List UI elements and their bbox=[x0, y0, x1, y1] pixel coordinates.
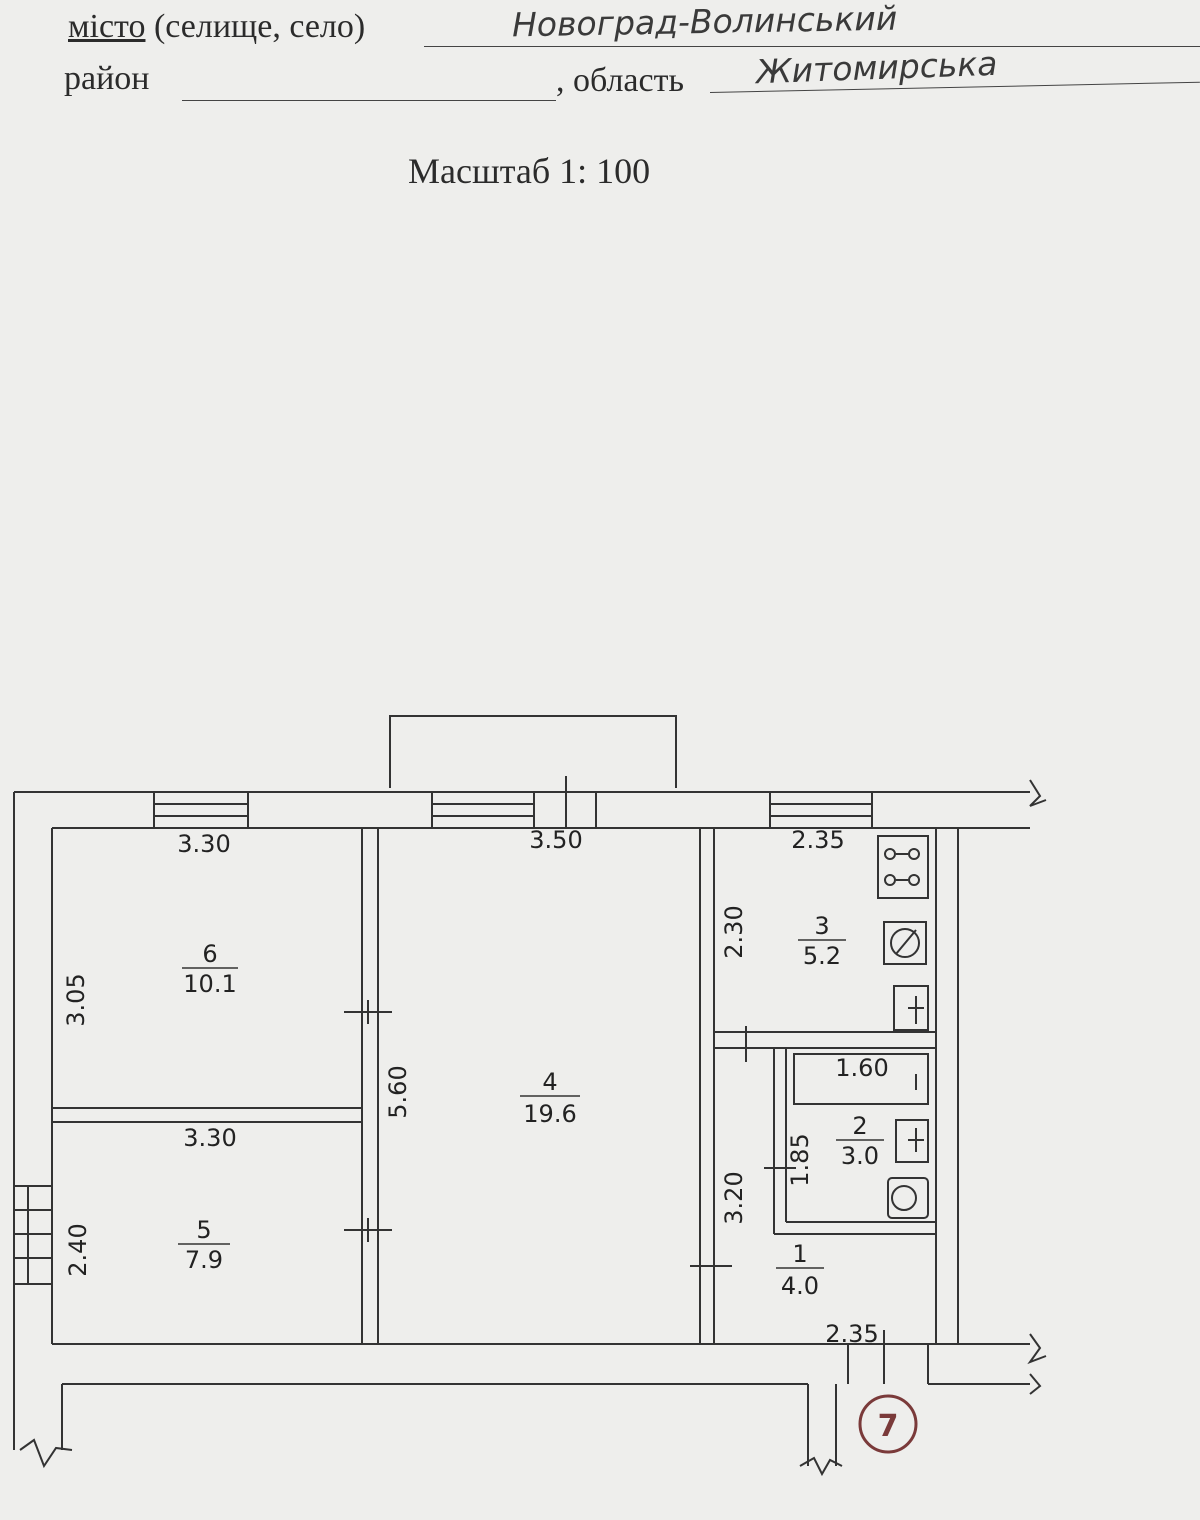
room4-area: 19.6 bbox=[523, 1100, 576, 1128]
city-label-rest: (селище, село) bbox=[153, 8, 366, 45]
dim-room1-width: 2.35 bbox=[825, 1320, 878, 1348]
region-label: , область bbox=[556, 62, 684, 99]
room5-id: 5 bbox=[196, 1216, 211, 1244]
break-mark-left bbox=[19, 1438, 73, 1469]
balcony bbox=[389, 715, 677, 788]
dim-room5-height: 2.40 bbox=[64, 1223, 92, 1276]
room3-area: 5.2 bbox=[803, 942, 841, 970]
dim-room1-height: 3.20 bbox=[720, 1171, 748, 1224]
window-room6 bbox=[153, 791, 249, 829]
city-underline bbox=[424, 46, 1200, 47]
stamp-number: 7 bbox=[878, 1409, 899, 1444]
break-mark-top bbox=[1029, 779, 1047, 807]
city-label-row: місто (селище, село) bbox=[68, 8, 365, 46]
room1-id: 1 bbox=[792, 1240, 807, 1268]
room5-area: 7.9 bbox=[185, 1246, 223, 1274]
room2-id: 2 bbox=[852, 1112, 867, 1140]
dim-room3-height: 2.30 bbox=[720, 905, 748, 958]
break-mark-entrance bbox=[799, 1456, 843, 1477]
district-underline bbox=[182, 100, 556, 101]
bathtub bbox=[793, 1053, 929, 1105]
dim-room6-width: 3.30 bbox=[177, 830, 230, 858]
dim-room4-width: 3.50 bbox=[529, 826, 582, 854]
room6-area: 10.1 bbox=[183, 970, 236, 998]
window-room4 bbox=[431, 791, 535, 829]
break-mark-bottom bbox=[1027, 1333, 1047, 1365]
dim-room5-width: 3.30 bbox=[183, 1124, 236, 1152]
stove bbox=[877, 835, 929, 899]
district-label: район bbox=[64, 60, 150, 97]
stamp-circle bbox=[858, 1394, 918, 1454]
window-room3 bbox=[769, 791, 873, 829]
kitchen-sink bbox=[893, 985, 929, 1031]
dim-room3-width: 2.35 bbox=[791, 826, 844, 854]
room4-id: 4 bbox=[542, 1068, 557, 1096]
room6-id: 6 bbox=[202, 940, 217, 968]
room2-area: 3.0 bbox=[841, 1142, 879, 1170]
dim-room4-height: 5.60 bbox=[384, 1065, 412, 1118]
dim-room2-width: 1.60 bbox=[835, 1054, 888, 1082]
dim-room6-height: 3.05 bbox=[62, 973, 90, 1026]
room3-id: 3 bbox=[814, 912, 829, 940]
boiler bbox=[883, 921, 927, 965]
toilet bbox=[887, 1177, 929, 1219]
room1-area: 4.0 bbox=[781, 1272, 819, 1300]
scale-label: Масштаб 1: 100 bbox=[408, 151, 651, 191]
city-label: місто bbox=[68, 8, 146, 45]
bath-sink bbox=[895, 1119, 929, 1163]
dim-room2-height: 1.85 bbox=[786, 1133, 814, 1186]
